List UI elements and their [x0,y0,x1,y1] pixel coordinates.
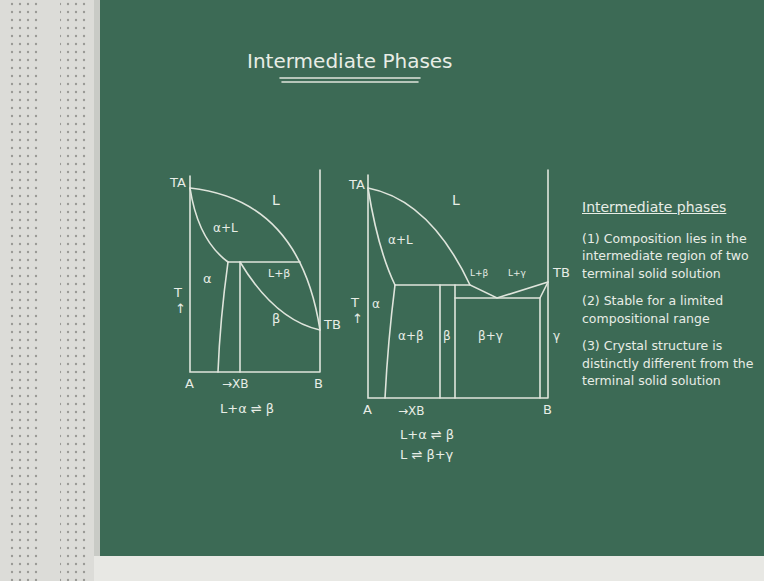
phase-label: TB [324,318,341,333]
phase-diagram-left [190,78,420,372]
note-text: (3) Crystal structure is distinctly diff… [582,337,756,390]
phase-label: α+β [398,330,424,344]
note-text: (1) Composition lies in the intermediate… [582,230,756,283]
phase-label: T [351,296,359,311]
phase-label: TB [553,266,570,281]
board [94,0,764,558]
phase-label: α [372,298,380,312]
phase-label: γ [553,330,560,344]
phase-label: ↑ [352,312,363,327]
note-text: (2) Stable for a limited compositional r… [582,292,756,327]
phase-label: →XB [398,405,425,419]
phase-label: A [363,403,372,418]
phase-label: A [185,377,194,392]
notes-heading: Intermediate phases [582,198,756,218]
wall-holes [8,0,38,581]
phase-label: TA [170,176,186,191]
phase-label: L+β [470,268,488,278]
phase-label: L [452,192,460,208]
phase-diagram-right [368,170,548,398]
board-title: Intermediate Phases [247,50,453,73]
phase-label: β+γ [478,330,503,344]
phase-label: L+α ⇌ β [400,428,454,443]
phase-label: α+L [388,234,413,248]
phase-label: TA [349,178,365,193]
phase-label: B [543,403,552,418]
phase-label: L [272,192,280,208]
phase-label: L ⇌ β+γ [400,448,453,463]
board-frame [94,0,100,558]
phase-label: β [443,330,451,344]
phase-label: L+γ [508,268,526,278]
notes-column: Intermediate phases (1) Composition lies … [582,198,756,400]
phase-label: L+α ⇌ β [220,402,274,417]
phase-label: β [272,312,280,327]
phase-label: L+β [268,268,290,281]
wall-holes [60,0,90,581]
board-ledge [94,556,764,581]
phase-label: α [203,272,212,287]
phase-label: B [314,377,323,392]
phase-label: α+L [213,222,238,236]
phase-label: →XB [222,378,249,392]
phase-label: T [174,286,182,301]
phase-label: ↑ [175,302,186,317]
